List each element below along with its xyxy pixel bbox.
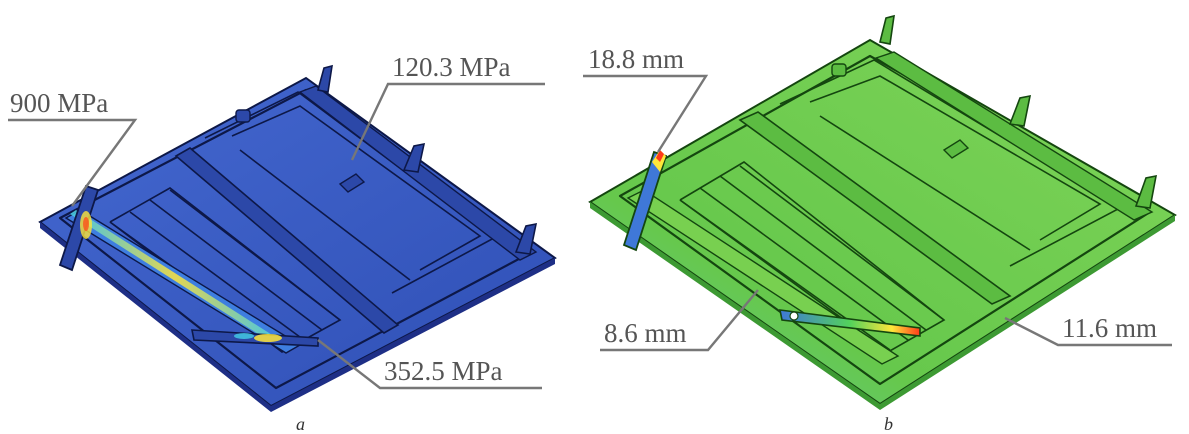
panel-a-back-rail <box>298 85 538 261</box>
panel-a: 900 MPa 120.3 MPa 352.5 MPa a <box>8 52 557 434</box>
panel-b-plate-edge <box>590 202 880 410</box>
leader-18-8-mm <box>583 74 709 153</box>
panel-a-leaders <box>8 82 545 390</box>
panel-b-strut-hot-core <box>656 150 664 162</box>
leader-900-mpa <box>8 118 138 207</box>
panel-a-lower-hotspot <box>254 334 282 342</box>
panel-a-hinges <box>317 64 538 255</box>
panel-a-plate-edge <box>40 222 271 412</box>
panel-b-leaders <box>583 74 1172 352</box>
panel-a-left-strut <box>58 184 100 272</box>
panel-a-caption: a <box>296 414 305 434</box>
panel-b: 18.8 mm 8.6 mm 11.6 mm b <box>583 14 1177 434</box>
panel-b-fittings <box>831 63 970 159</box>
panel-b-plate-edge-right <box>880 215 1175 410</box>
leader-11-6-mm <box>1004 316 1172 347</box>
panel-b-cross-beam <box>738 111 1012 305</box>
callout-120-mpa: 120.3 MPa <box>392 52 511 82</box>
callout-11-6-mm: 11.6 mm <box>1062 313 1157 343</box>
panel-a-front-rail-hot <box>70 210 280 344</box>
panel-b-model <box>588 14 1177 410</box>
panel-a-lower-hotspot-b <box>234 333 254 339</box>
panel-b-hinges <box>879 14 1158 209</box>
panel-b-lower-strut <box>778 309 921 337</box>
callout-900-mpa: 900 MPa <box>10 88 108 118</box>
panel-a-strut-hotspot-core <box>83 217 89 231</box>
callout-352-mpa: 352.5 MPa <box>384 356 503 386</box>
leader-120-mpa <box>350 82 545 161</box>
callout-8-6-mm: 8.6 mm <box>604 318 687 348</box>
panel-a-fittings <box>235 109 366 193</box>
panel-b-back-rail <box>874 51 1154 221</box>
callout-18-8-mm: 18.8 mm <box>588 44 684 74</box>
leader-352-mpa <box>317 339 542 390</box>
panel-b-caption: b <box>884 414 893 434</box>
panel-a-cross-beam <box>174 147 400 334</box>
panel-a-model <box>38 64 557 412</box>
panel-a-plate-edge-right <box>271 258 555 412</box>
panel-b-strut-hole <box>789 311 799 321</box>
leader-8-6-mm <box>600 289 759 352</box>
